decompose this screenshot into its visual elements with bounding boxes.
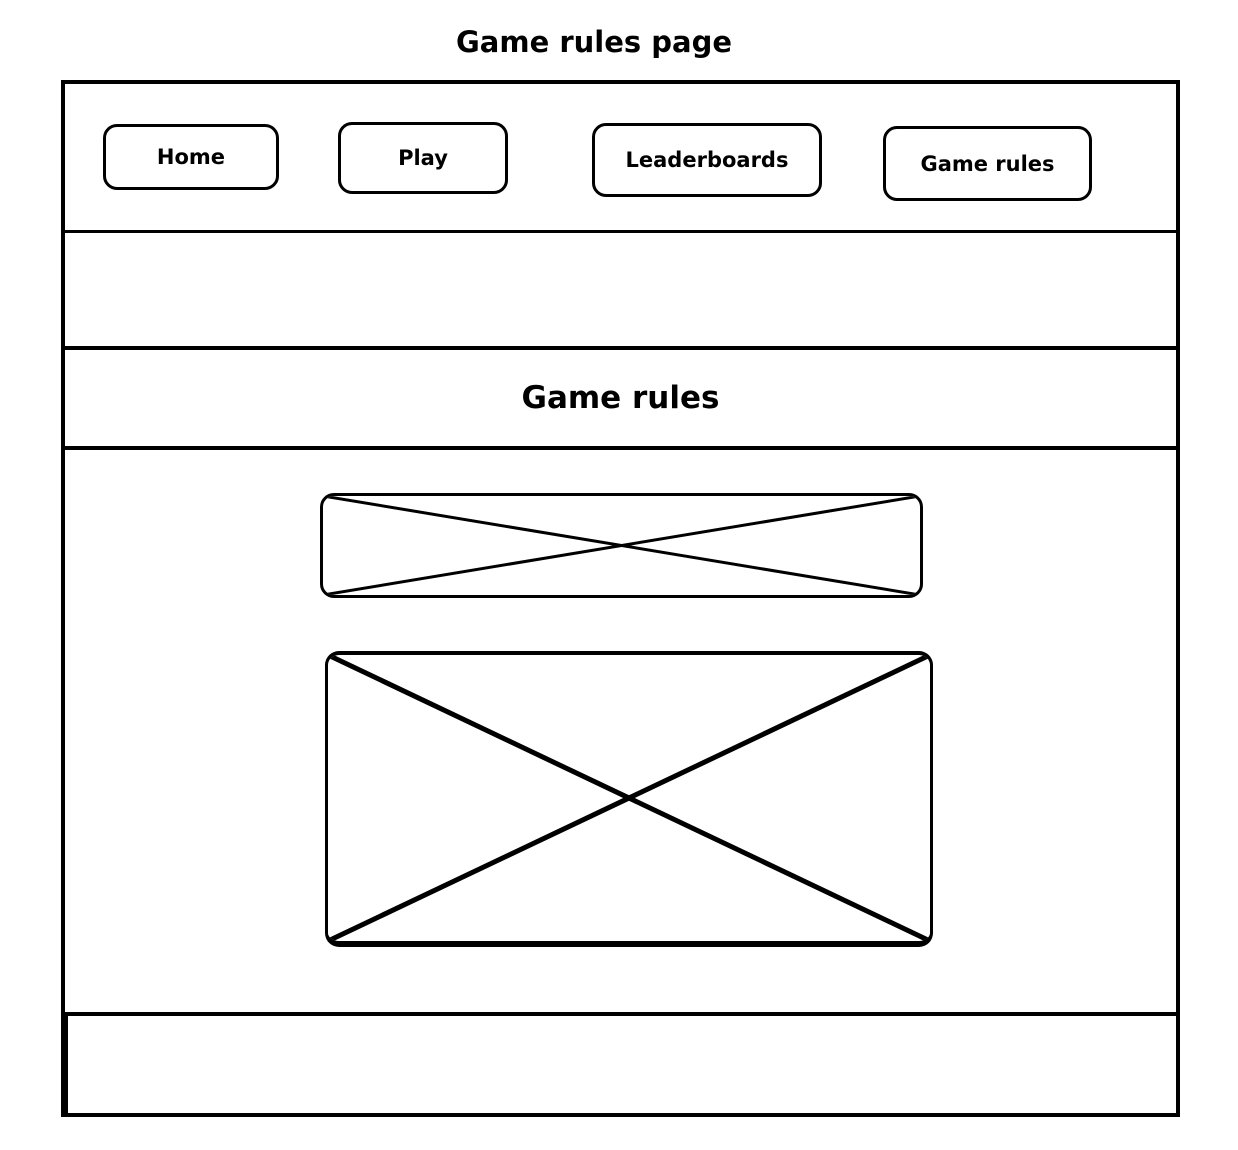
blank-banner-section bbox=[65, 233, 1176, 346]
page-title: Game rules page bbox=[455, 25, 733, 59]
placeholder-cross-icon bbox=[323, 496, 920, 595]
placeholder-cross-icon bbox=[328, 655, 930, 941]
section-heading: Game rules bbox=[521, 380, 720, 416]
heading-section: Game rules bbox=[65, 346, 1176, 450]
content-area bbox=[65, 450, 1176, 1015]
image-placeholder-large bbox=[325, 651, 933, 947]
nav-leaderboards-button[interactable]: Leaderboards bbox=[592, 123, 822, 197]
nav-game-rules-button[interactable]: Game rules bbox=[883, 126, 1092, 201]
wireframe-frame: Home Play Leaderboards Game rules Game r… bbox=[61, 80, 1180, 1117]
nav-bar: Home Play Leaderboards Game rules bbox=[65, 84, 1176, 233]
nav-play-button[interactable]: Play bbox=[338, 122, 508, 194]
nav-home-button[interactable]: Home bbox=[103, 124, 279, 190]
image-placeholder-small bbox=[320, 493, 923, 598]
footer-section bbox=[65, 1015, 1176, 1113]
